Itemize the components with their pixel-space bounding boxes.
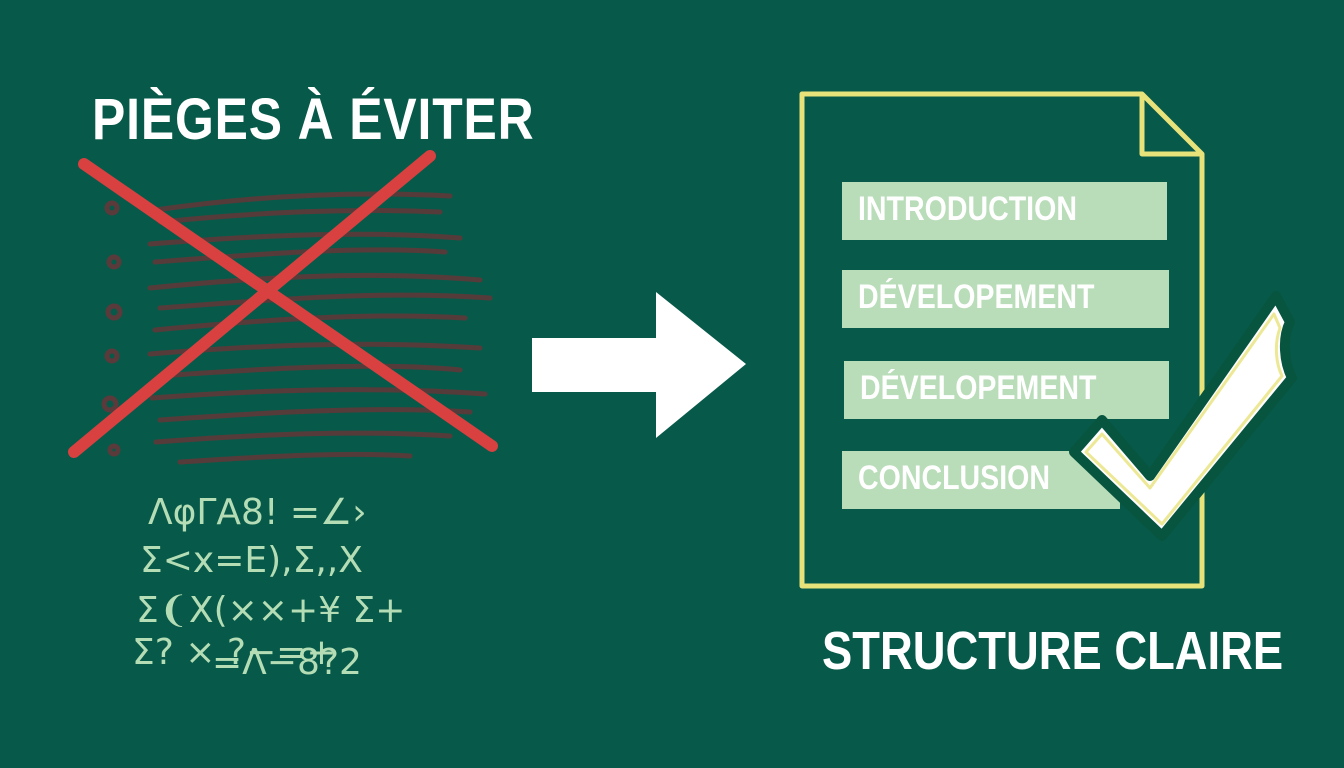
section-label: DÉVELOPEMENT [860, 369, 1097, 407]
pitfalls-title: PIÈGES À ÉVITER [92, 87, 535, 152]
checkmark-icon [1069, 291, 1297, 541]
section-developpement-1: DÉVELOPEMENT [842, 270, 1169, 328]
bullet-dots [101, 200, 123, 457]
section-developpement-2: DÉVELOPEMENT [844, 361, 1169, 419]
jumbled-symbols: ΛφΓA8! =∠› Σ<x=E),Σ,,X Σ❨X(××+¥ Σ+ Σ? × … [132, 492, 405, 683]
arrow-right-icon [532, 292, 746, 438]
symbol-line-4: Σ? × ?−=+ [132, 632, 337, 673]
crossed-out-notes [68, 150, 498, 465]
section-introduction: INTRODUCTION [842, 182, 1167, 240]
symbol-line-5: =Λ−8?2 [212, 642, 362, 683]
document-icon [799, 91, 1205, 589]
cross-out-icon [68, 150, 498, 458]
section-label: INTRODUCTION [858, 190, 1077, 228]
section-conclusion: CONCLUSION [842, 451, 1120, 509]
symbol-line-3: Σ❨X(××+¥ Σ+ [136, 590, 405, 631]
symbol-line-2: Σ<x=E),Σ,,X [140, 540, 363, 581]
section-label: DÉVELOPEMENT [858, 278, 1095, 316]
structure-title: STRUCTURE CLAIRE [822, 621, 1284, 681]
section-label: CONCLUSION [858, 459, 1050, 497]
symbol-line-1: ΛφΓA8! =∠› [148, 492, 367, 533]
